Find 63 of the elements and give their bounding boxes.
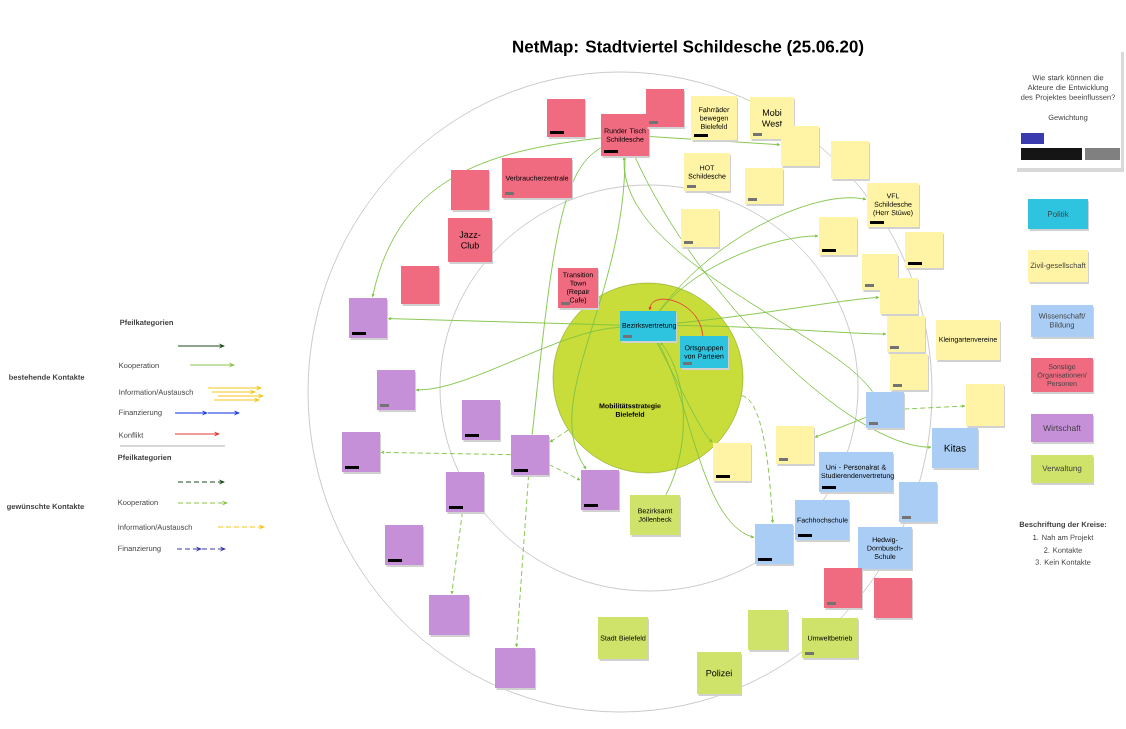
arrow xyxy=(648,298,704,337)
arrow xyxy=(659,234,819,312)
sticky-note xyxy=(429,595,470,637)
arrow xyxy=(371,137,602,298)
sticky-note xyxy=(581,470,620,512)
dashed-arrow xyxy=(549,429,569,443)
legend-note: Verwaltung xyxy=(1031,455,1094,485)
sticky-note xyxy=(824,568,863,610)
sticky-note xyxy=(755,524,794,566)
sticky-note: Mobi West xyxy=(750,97,795,141)
sticky-note xyxy=(887,316,926,354)
dashed-arrow xyxy=(548,464,581,481)
sticky-note xyxy=(401,266,440,306)
sticky-note: Jazz-Club xyxy=(448,218,493,264)
arrow xyxy=(658,197,867,312)
dashed-arrow xyxy=(450,511,463,595)
arrow xyxy=(656,340,755,539)
sticky-note xyxy=(874,578,913,620)
sticky-note xyxy=(745,168,784,206)
sticky-note xyxy=(819,217,858,257)
sticky-note xyxy=(349,298,388,340)
sticky-note xyxy=(905,232,944,270)
sticky-note: Kitas xyxy=(932,428,979,470)
sticky-note xyxy=(781,126,820,168)
sticky-note xyxy=(511,435,550,477)
arrow xyxy=(622,156,873,393)
sticky-note xyxy=(890,354,929,392)
sticky-note xyxy=(713,443,752,483)
sticky-note xyxy=(681,209,720,249)
arrow xyxy=(634,155,932,449)
arrow xyxy=(675,296,880,324)
dashed-arrow xyxy=(903,404,966,410)
title: NetMap: Stadtviertel Schildesche (25.06.20) xyxy=(513,40,864,56)
connector-line xyxy=(531,147,602,436)
arrow xyxy=(415,326,621,392)
arrow xyxy=(660,341,684,496)
sticky-note xyxy=(385,525,424,567)
dashed-arrow xyxy=(380,450,512,456)
sticky-note xyxy=(451,170,490,212)
sticky-note xyxy=(342,432,381,474)
sticky-note xyxy=(446,472,485,514)
sticky-note: Polizei xyxy=(697,652,742,696)
sticky-note xyxy=(495,648,536,690)
sticky-note xyxy=(866,392,905,430)
sticky-note xyxy=(547,99,586,139)
dashed-arrow xyxy=(515,474,530,648)
arrow xyxy=(387,317,621,326)
arrow xyxy=(814,417,867,438)
sticky-note xyxy=(899,482,938,524)
dashed-arrow xyxy=(741,395,774,524)
arrow xyxy=(675,325,887,336)
sticky-note xyxy=(831,141,870,181)
arrow xyxy=(571,155,626,470)
legend-note: Politik xyxy=(1028,199,1089,231)
arrow xyxy=(655,340,713,443)
sticky-note xyxy=(646,89,685,129)
sticky-note xyxy=(462,400,501,442)
sticky-note xyxy=(776,426,815,466)
sticky-note xyxy=(966,384,1005,428)
legend-note: Wirtschaft xyxy=(1031,414,1094,444)
sticky-note xyxy=(377,370,416,412)
sticky-note xyxy=(748,610,789,652)
sticky-note xyxy=(880,278,919,316)
